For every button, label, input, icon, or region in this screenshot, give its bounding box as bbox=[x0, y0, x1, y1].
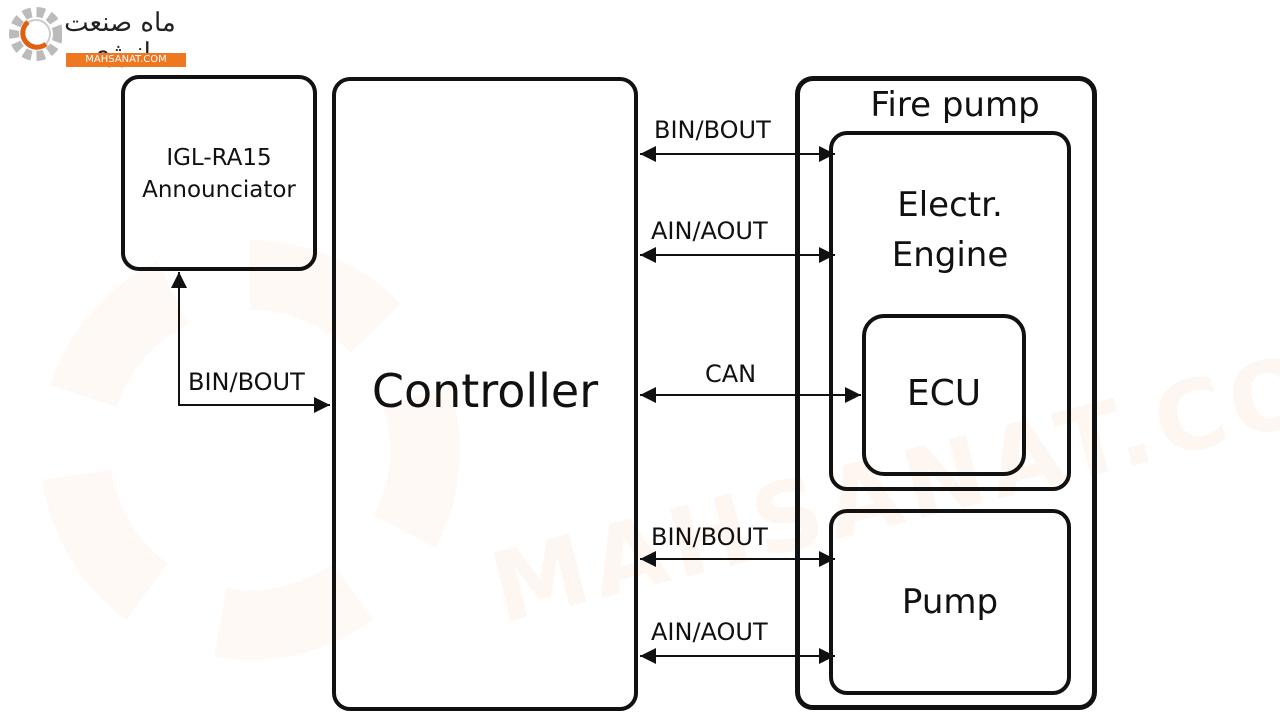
announciator-line2: Announciator bbox=[142, 177, 296, 203]
engine-line1: Electr. bbox=[897, 185, 1003, 225]
announciator-label: IGL-RA15 Announciator bbox=[121, 142, 317, 206]
controller-box bbox=[332, 77, 638, 711]
logo-url: MAHSANAT.COM bbox=[66, 53, 186, 67]
engine-label: Electr. Engine bbox=[829, 180, 1071, 280]
pump-label: Pump bbox=[901, 582, 999, 622]
pump-ain-aout-label: AIN/AOUT bbox=[651, 618, 768, 646]
announciator-line1: IGL-RA15 bbox=[166, 145, 272, 171]
engine-box bbox=[829, 131, 1071, 491]
announciator-box bbox=[121, 75, 317, 271]
ecu-box bbox=[862, 314, 1026, 476]
engine-ain-aout-label: AIN/AOUT bbox=[651, 217, 768, 245]
announciator-controller-connector bbox=[171, 272, 330, 413]
gear-icon bbox=[9, 7, 62, 61]
engine-line2: Engine bbox=[891, 235, 1009, 275]
fire-pump-label: Fire pump bbox=[870, 85, 1040, 125]
ecu-can-label: CAN bbox=[705, 360, 757, 388]
pump-bin-bout-label: BIN/BOUT bbox=[651, 523, 768, 551]
engine-bin-bout-label: BIN/BOUT bbox=[654, 116, 771, 144]
announciator-edge-label: BIN/BOUT bbox=[188, 368, 305, 396]
pump-box bbox=[829, 509, 1071, 695]
mahsanat-logo: ماه صنعت انرژی MAHSANAT.COM bbox=[2, 0, 192, 72]
controller-label: Controller bbox=[371, 364, 599, 418]
ecu-label: ECU bbox=[906, 373, 982, 414]
